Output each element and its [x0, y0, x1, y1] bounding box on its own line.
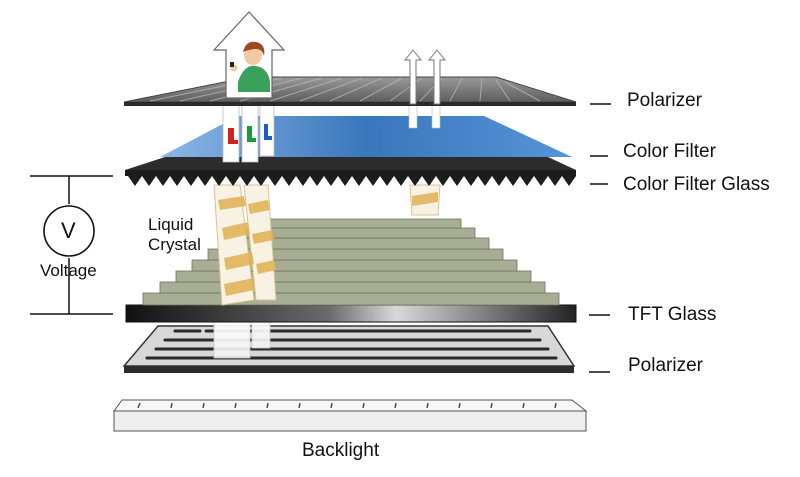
- light-beams: [213, 317, 271, 359]
- label-color-filter-glass: Color Filter Glass: [623, 174, 770, 195]
- liquid-crystal-rows: [142, 218, 560, 306]
- label-color-filter: Color Filter: [623, 141, 716, 162]
- voltage-source-icon: [43, 205, 95, 257]
- bottom-polarizer-layer: [122, 325, 576, 373]
- label-top-polarizer: Polarizer: [627, 90, 702, 111]
- twisted-crystal-columns: [213, 184, 441, 306]
- label-liquid: Liquid: [148, 215, 194, 234]
- subpixel-beams: [222, 103, 441, 163]
- light-up-arrow-icon: [403, 49, 447, 105]
- label-backlight: Backlight: [302, 440, 380, 461]
- label-bottom-polarizer: Polarizer: [628, 355, 703, 376]
- label-crystal: Crystal: [148, 235, 201, 254]
- label-tft-glass: TFT Glass: [628, 304, 717, 325]
- backlight-layer: [113, 399, 588, 432]
- voltage-symbol: V: [61, 218, 76, 243]
- top-polarizer-layer: [123, 76, 577, 106]
- viewer-illustration: [212, 11, 286, 99]
- label-voltage: Voltage: [40, 261, 97, 280]
- color-filter-glass-layer: [125, 157, 576, 186]
- voltage-circuit: [30, 175, 113, 315]
- label-leader-lines: [589, 103, 611, 373]
- color-filter-layer: [160, 116, 572, 157]
- tft-glass-layer: [125, 304, 577, 323]
